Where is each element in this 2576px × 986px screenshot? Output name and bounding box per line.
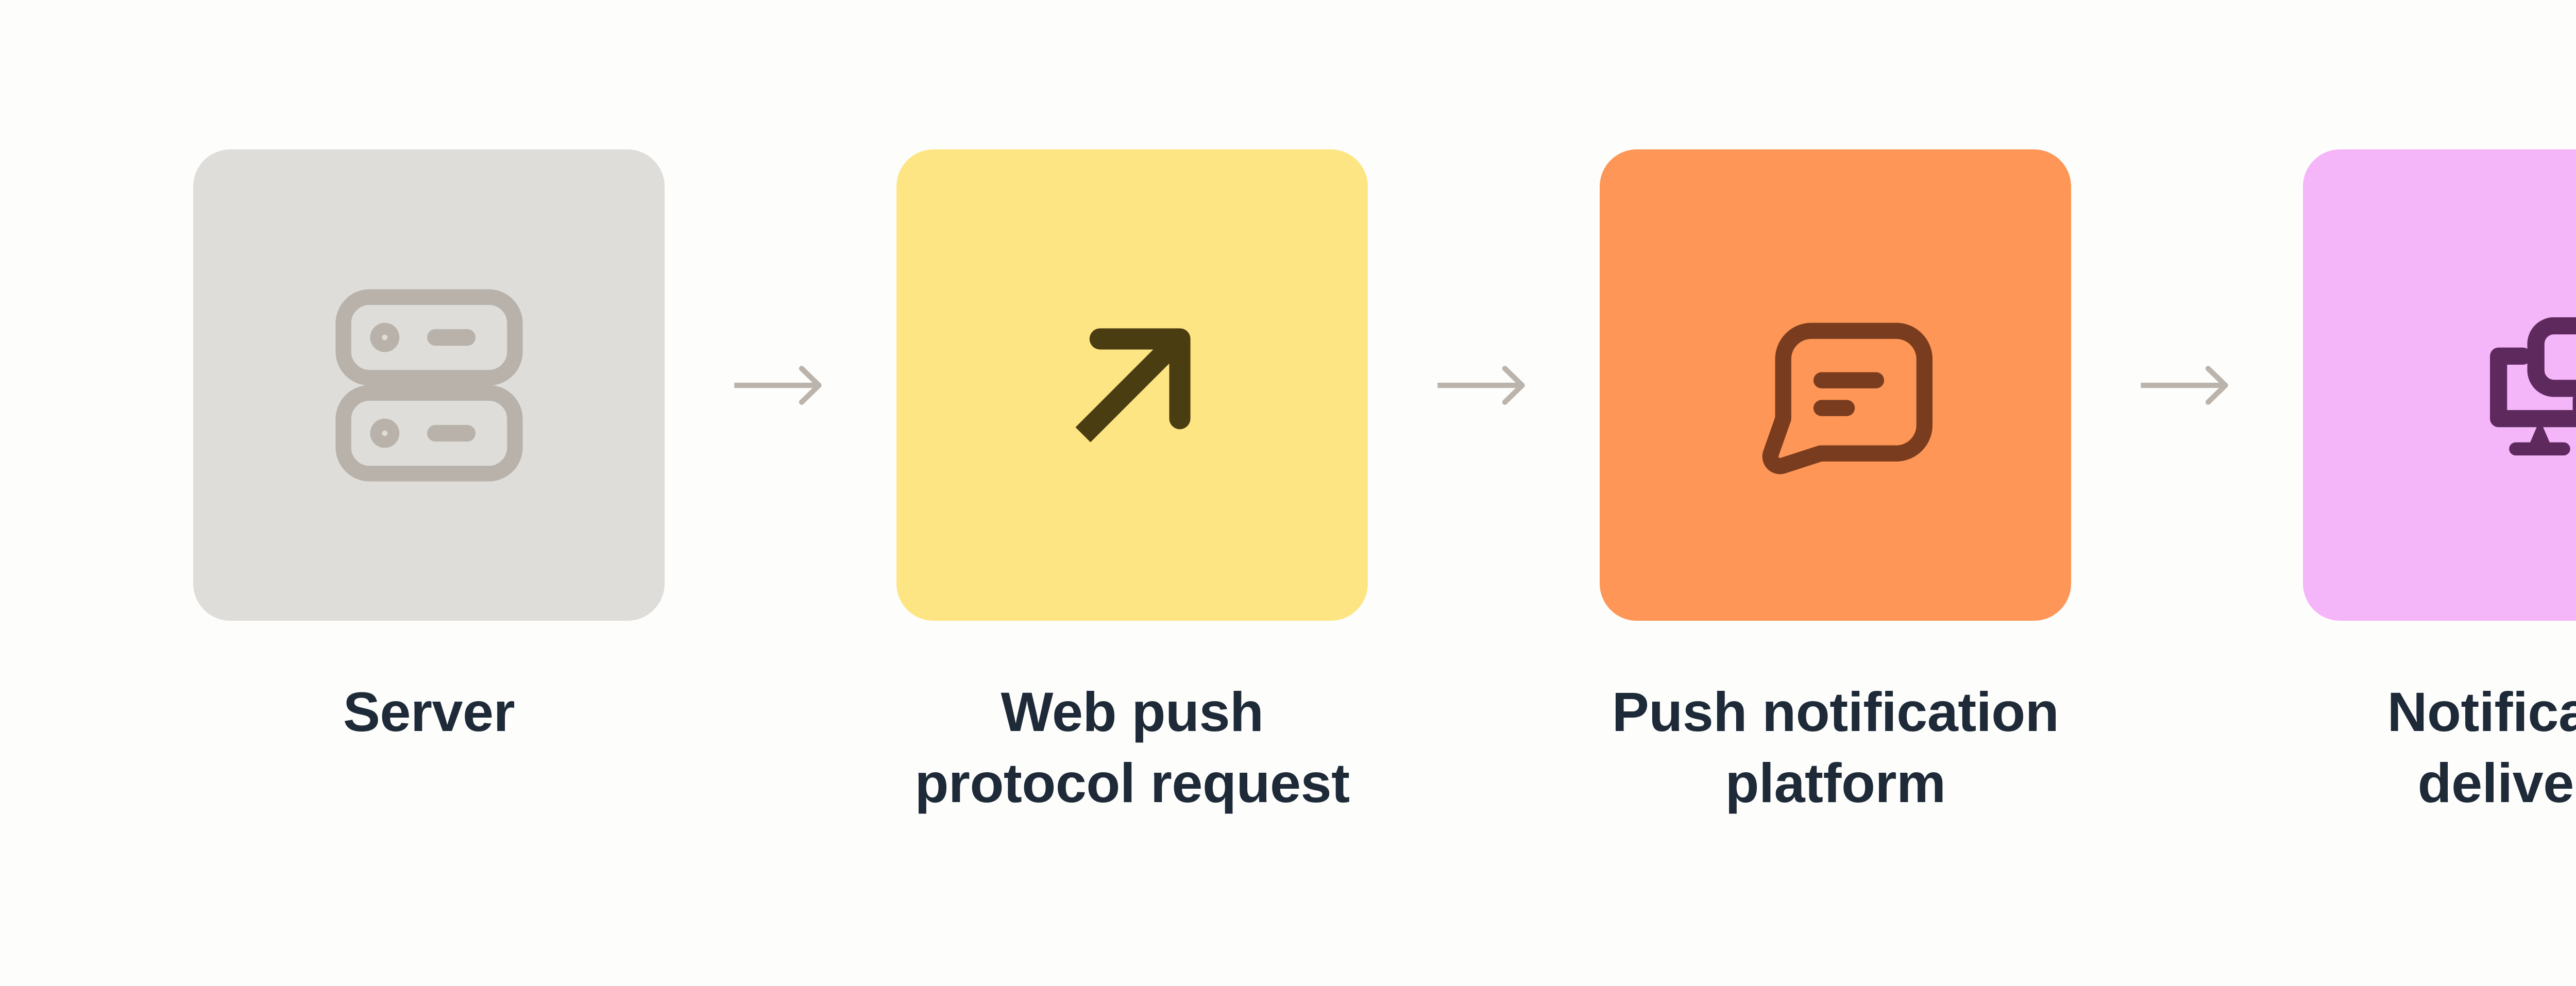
arrow-right-icon bbox=[734, 365, 822, 405]
stage-label-push-notification-platform: Push notification platform bbox=[1612, 681, 2059, 814]
desktop-notification-icon bbox=[2489, 317, 2576, 455]
arrow-right-icon bbox=[1437, 365, 1525, 405]
tile-push-notification-platform bbox=[1600, 149, 2071, 621]
connector-2 bbox=[1409, 149, 1558, 621]
server-icon bbox=[335, 288, 523, 482]
flow-stage-web-push-protocol-request: Web push protocol request bbox=[855, 0, 1409, 819]
arrow-right-icon bbox=[2141, 365, 2228, 405]
flow-stage-notification-delivered: Notification delivered bbox=[2262, 0, 2576, 819]
flow-stage-server: Server bbox=[152, 0, 706, 747]
stage-label-web-push-protocol-request: Web push protocol request bbox=[914, 681, 1350, 814]
connector-3 bbox=[2112, 149, 2262, 621]
tile-notification-delivered bbox=[2303, 149, 2576, 621]
connector-1 bbox=[706, 149, 855, 621]
stage-label-server: Server bbox=[343, 681, 515, 743]
message-bubble-icon bbox=[1762, 322, 1933, 474]
flow-stage-push-notification-platform: Push notification platform bbox=[1558, 0, 2112, 819]
tile-server bbox=[193, 149, 665, 621]
arrow-up-right-icon bbox=[1075, 328, 1191, 442]
stage-label-notification-delivered: Notification delivered bbox=[2387, 681, 2576, 814]
tile-web-push-protocol-request bbox=[896, 149, 1368, 621]
